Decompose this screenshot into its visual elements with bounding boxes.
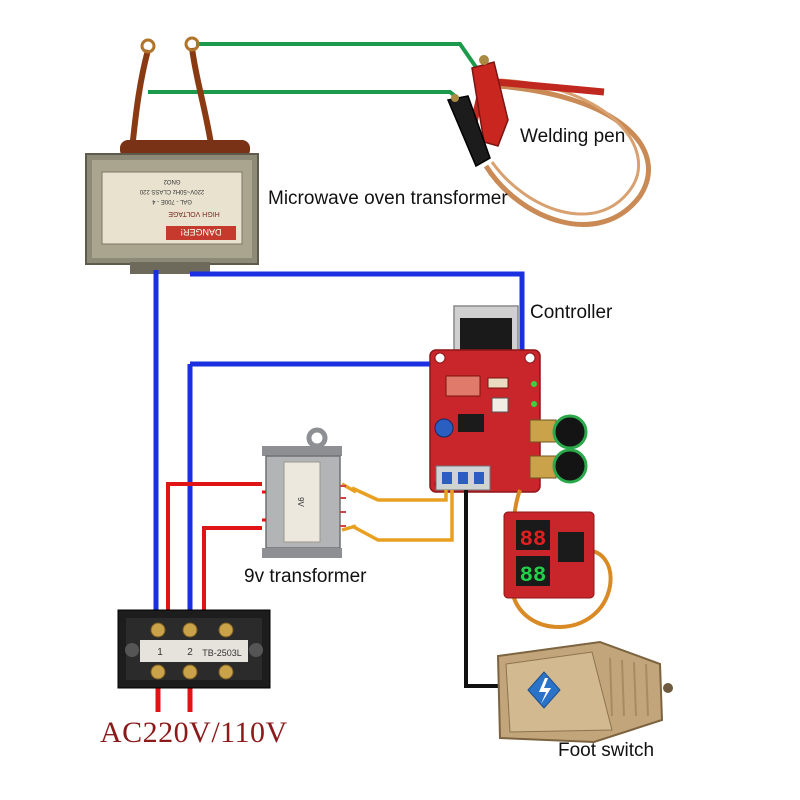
display-board: 88 88 bbox=[503, 511, 595, 599]
foot-switch-pedal bbox=[505, 651, 613, 733]
relay bbox=[445, 375, 481, 397]
plate-model-text: GAL - 700E - 4 bbox=[151, 198, 191, 204]
ring-terminal-right bbox=[184, 36, 200, 52]
knob-current[interactable] bbox=[552, 448, 588, 484]
orange-lead bbox=[341, 524, 357, 532]
pen-cable bbox=[483, 83, 651, 227]
label-9v-transformer: 9v transformer bbox=[244, 566, 367, 587]
label-controller: Controller bbox=[530, 302, 613, 323]
terminal-model-text: TB-2503L bbox=[202, 648, 242, 658]
ic-chip bbox=[458, 414, 484, 432]
main-terminal-block: TB-2503L 1 2 bbox=[117, 609, 271, 689]
blue-wires bbox=[153, 270, 525, 624]
plate-voltage-text: HIGH VOLTAGE bbox=[168, 210, 220, 217]
terminal-screw bbox=[218, 622, 234, 638]
transformer-foot bbox=[130, 262, 210, 274]
nine-v-mount-hole bbox=[306, 427, 328, 449]
label-foot-switch: Foot switch bbox=[558, 740, 655, 761]
terminal-screw bbox=[150, 664, 166, 680]
terminal-number-1: 1 bbox=[157, 647, 163, 658]
knob-time[interactable] bbox=[552, 414, 588, 450]
label-microwave-transformer: Microwave oven transformer bbox=[268, 188, 508, 209]
green-wire-lower bbox=[148, 90, 462, 102]
status-led-green bbox=[531, 401, 537, 407]
red-wire-right bbox=[202, 526, 262, 624]
nine-v-label-text: 9V bbox=[296, 497, 305, 507]
pen-cable-inner bbox=[490, 78, 641, 216]
terminal-screw bbox=[150, 622, 166, 638]
nine-v-label bbox=[283, 461, 321, 543]
foot-switch bbox=[496, 640, 673, 744]
foot-switch-cable-gland bbox=[663, 683, 673, 693]
status-led-green bbox=[531, 381, 537, 387]
controller-board bbox=[429, 305, 588, 493]
pot-body bbox=[529, 455, 557, 479]
terminal-number-2: 2 bbox=[187, 647, 193, 658]
black-wire-foot-switch bbox=[464, 490, 500, 688]
capacitor bbox=[434, 418, 454, 438]
pen-tip-red bbox=[479, 55, 489, 65]
label-welding-pen: Welding pen bbox=[520, 126, 626, 147]
pen-black-body bbox=[446, 95, 491, 168]
display-window-bottom bbox=[516, 556, 550, 586]
controller-terminal-slot bbox=[442, 472, 452, 484]
red-wire-left bbox=[166, 482, 262, 624]
blue-wire-mot-right bbox=[190, 271, 525, 364]
display-window-top bbox=[516, 520, 550, 550]
pen-tip-black bbox=[451, 94, 459, 102]
resistor-block bbox=[487, 377, 509, 389]
green-wire-upper bbox=[196, 42, 480, 72]
mount-hole bbox=[434, 352, 446, 364]
secondary-lead-left bbox=[129, 49, 151, 151]
orange-wire-lower bbox=[351, 490, 454, 542]
terminal-screw bbox=[218, 664, 234, 680]
pot-body bbox=[529, 419, 557, 443]
display-chip bbox=[558, 532, 584, 562]
nine-v-transformer: 9V bbox=[262, 427, 346, 558]
label-ac-supply: AC220V/110V bbox=[100, 716, 288, 749]
ring-terminal-left bbox=[140, 38, 156, 54]
pen-red-body bbox=[471, 61, 509, 147]
controller-terminal-slot bbox=[458, 472, 468, 484]
terminal-strip bbox=[140, 640, 248, 662]
microwave-transformer: DANGER! HIGH VOLTAGE GAL - 700E - 4 220V… bbox=[85, 36, 259, 274]
nine-v-core-top bbox=[262, 446, 342, 456]
secondary-lead-right bbox=[189, 47, 215, 151]
display-bottom-digits: 88 bbox=[520, 563, 546, 588]
plate-code-text: GNO2 bbox=[163, 178, 181, 184]
terminal-screw bbox=[182, 664, 198, 680]
plate-danger-text: DANGER! bbox=[180, 227, 221, 237]
welding-pen bbox=[446, 55, 651, 227]
lightning-bolt-icon bbox=[539, 678, 551, 704]
terminal-mount-hole bbox=[249, 643, 263, 657]
display-top-digits: 88 bbox=[520, 527, 546, 552]
warning-plate: DANGER! HIGH VOLTAGE GAL - 700E - 4 220V… bbox=[101, 171, 243, 245]
controller-terminal-slot bbox=[474, 472, 484, 484]
plate-rating-text: 220V~50Hz CLASS 220 bbox=[139, 188, 204, 194]
foot-switch-ribs bbox=[609, 657, 649, 717]
terminal-mount-hole bbox=[125, 643, 139, 657]
mount-hole bbox=[524, 352, 536, 364]
connector-white bbox=[491, 397, 509, 413]
red-wires bbox=[155, 482, 262, 712]
nine-v-core-bottom bbox=[262, 548, 342, 558]
orange-wire-upper bbox=[351, 486, 448, 502]
pen-red-sleeve bbox=[495, 78, 605, 96]
terminal-screw bbox=[182, 622, 198, 638]
